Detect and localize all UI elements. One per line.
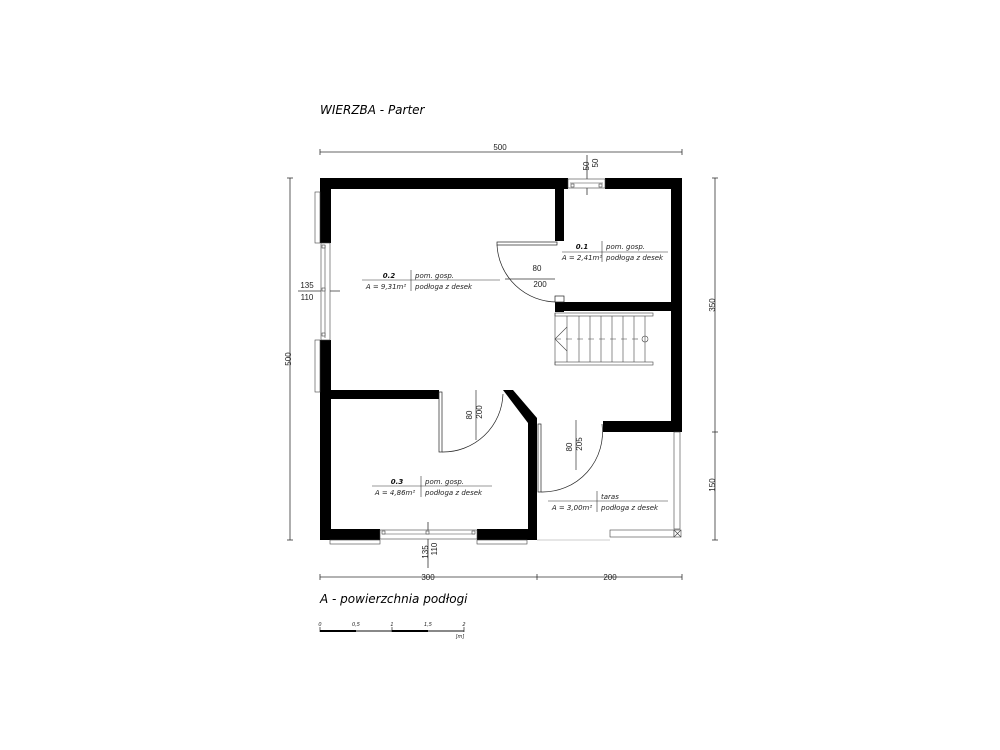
room-0.1-type: pom. gosp.: [605, 243, 645, 251]
room-label-0.3: 0.3 A = 4,86m² pom. gosp. podłoga z dese…: [372, 476, 492, 497]
room-0.2-floor: podłoga z desek: [414, 283, 473, 291]
legend-text: A - powierzchnia podłogi: [320, 592, 468, 606]
room-0.1-floor: podłoga z desek: [605, 254, 664, 262]
room-0.1-number: 0.1: [576, 243, 589, 251]
door-main-height: 205: [575, 437, 584, 451]
scale-unit: [m]: [456, 634, 465, 640]
room-0.3-type: pom. gosp.: [424, 478, 464, 486]
dim-left-total: 500: [284, 352, 293, 366]
dim-right-upper: 350: [708, 298, 717, 312]
dimension-lines: [287, 149, 718, 580]
room-taras-floor: podłoga z desek: [600, 504, 659, 512]
room-label-0.1: 0.1 A = 2,41m² pom. gosp. podłoga z dese…: [561, 241, 668, 262]
scale-tick-1.5: 1,5: [424, 622, 432, 628]
dim-left-window-w: 135: [300, 281, 314, 290]
room-0.1-area: A = 2,41m²: [561, 254, 603, 262]
room-0.3-number: 0.3: [391, 478, 404, 486]
room-0.2-number: 0.2: [383, 272, 396, 280]
scale-bar: 0 0,5 1 1,5 2 [m]: [318, 622, 465, 640]
windows: [314, 178, 606, 545]
room-0.3-area: A = 4,86m²: [374, 489, 416, 497]
plan-title: WIERZBA - Parter: [320, 103, 425, 117]
room-0.3-floor: podłoga z desek: [424, 489, 483, 497]
room-taras-type: taras: [601, 493, 619, 501]
dim-top-total: 500: [493, 143, 507, 152]
door-0.1-height: 200: [533, 280, 547, 289]
dim-bottom-left: 300: [421, 573, 435, 582]
scale-tick-2: 2: [462, 622, 465, 628]
scale-tick-0: 0: [318, 622, 321, 628]
room-label-0.2: 0.2 A = 9,31m² pom. gosp. podłoga z dese…: [362, 270, 500, 291]
door-main-width: 80: [565, 442, 574, 451]
scale-tick-1: 1: [390, 622, 393, 628]
dim-top-window-a: 50: [582, 161, 591, 170]
dim-bottom-right: 200: [603, 573, 617, 582]
door-0.1-width: 80: [533, 264, 542, 273]
stairs: [554, 312, 654, 366]
scale-tick-0.5: 0,5: [352, 622, 360, 628]
room-label-taras: A = 3,00m² taras podłoga z desek: [548, 491, 668, 512]
walls: [320, 178, 682, 540]
doors: [438, 241, 603, 493]
dim-bottom-window-h: 110: [430, 542, 439, 555]
dim-bottom-window-w: 135: [421, 545, 430, 559]
terrace: [537, 431, 682, 541]
room-taras-area: A = 3,00m²: [551, 504, 593, 512]
room-0.2-type: pom. gosp.: [414, 272, 454, 280]
dim-left-window-h: 110: [301, 293, 314, 302]
room-0.2-area: A = 9,31m²: [365, 283, 407, 291]
door-0.2-width: 80: [465, 410, 474, 419]
door-0.2-height: 200: [475, 405, 484, 419]
dim-top-window-b: 50: [591, 158, 600, 167]
dim-right-lower: 150: [708, 478, 717, 492]
